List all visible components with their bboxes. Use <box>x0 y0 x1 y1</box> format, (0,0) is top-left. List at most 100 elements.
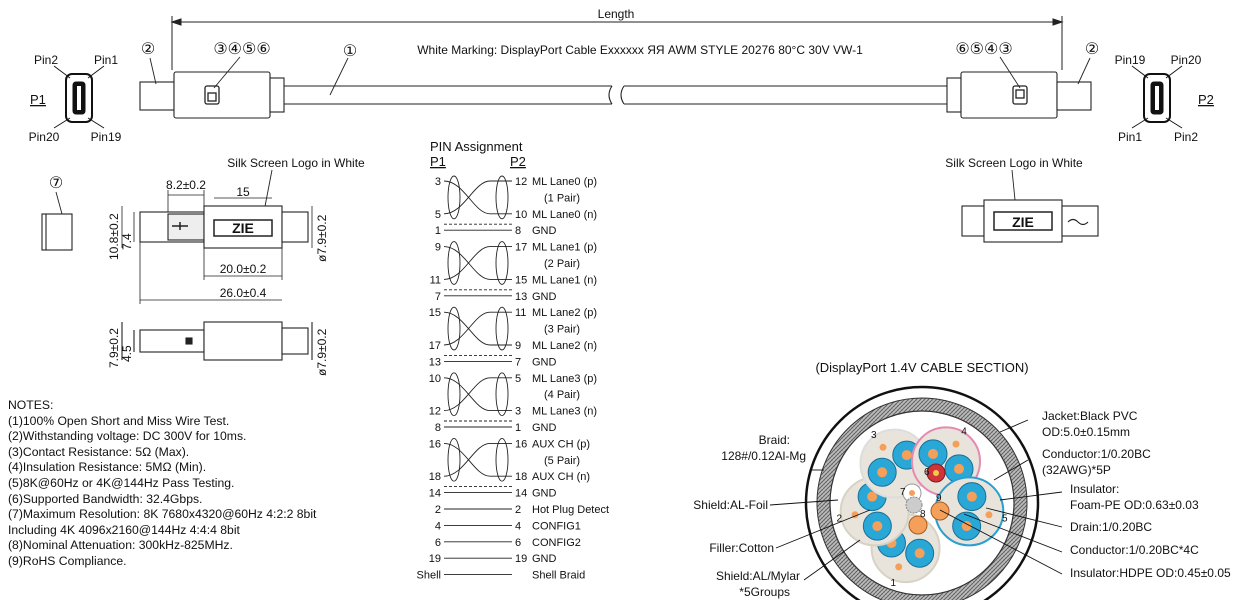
pin-signal: AUX CH (n) <box>532 471 590 483</box>
conductor-core <box>872 521 883 532</box>
conductor-core <box>966 491 977 502</box>
conductor-core <box>867 491 878 502</box>
pin-signal: ML Lane3 (n) <box>532 406 597 418</box>
label-drain: Drain:1/0.20BC <box>1070 520 1152 534</box>
pair-number: 9 <box>936 493 942 504</box>
pin-signal: Hot Plug Detect <box>532 504 609 516</box>
pin-p1-number: 12 <box>429 406 441 418</box>
twisted-pair <box>443 306 512 356</box>
pin-signal: Shell Braid <box>532 570 585 582</box>
pin-p2-number: 16 <box>515 438 527 450</box>
dim-f: 7.4 <box>120 233 134 250</box>
pin-signal: (3 Pair) <box>544 324 580 336</box>
callout-6543: ⑥⑤④③ <box>955 41 1012 58</box>
conductor-core <box>928 448 939 459</box>
twisted-pair <box>443 241 512 291</box>
pin-p1-number: 19 <box>429 553 441 565</box>
pin-p2-number: 8 <box>515 225 521 237</box>
pair-number: 7 <box>900 487 906 498</box>
pin-signal: GND <box>532 291 557 303</box>
pin-signal: AUX CH (p) <box>532 438 590 450</box>
p1-connector-face <box>53 65 105 129</box>
pin-p2-number: 18 <box>515 471 527 483</box>
note-item: (4)Insulation Resistance: 5MΩ (Min). <box>8 460 207 475</box>
dust-cap <box>41 213 73 251</box>
p2-pin-label-4: Pin2 <box>1174 130 1198 144</box>
silk-logo-label-right: Silk Screen Logo in White <box>945 156 1083 170</box>
callout-leaders <box>149 56 1091 96</box>
pin-p2-number: 5 <box>515 373 521 385</box>
pin-p2-number: 3 <box>515 406 521 418</box>
pin-p2-number: 12 <box>515 176 527 188</box>
pin-signal: ML Lane1 (n) <box>532 274 597 286</box>
dim-h: 7.9±0.2 <box>107 328 121 368</box>
connector-side-view <box>139 205 309 249</box>
pin-p2-number: 15 <box>515 274 527 286</box>
twisted-pair <box>443 437 512 488</box>
p1-label: P1 <box>30 92 46 107</box>
dp-logo-icon <box>204 85 1028 105</box>
pin-p1-number: 6 <box>435 537 441 549</box>
p1-pin-label-3: Pin20 <box>29 130 60 144</box>
p2-pin-label-2: Pin20 <box>1171 53 1202 67</box>
pin-p1-number: 5 <box>435 209 441 221</box>
conductor-core <box>877 467 888 478</box>
drain-wire <box>952 440 960 448</box>
pin-p2-number: 17 <box>515 242 527 254</box>
twisted-pair <box>443 175 512 225</box>
p2-strain-relief <box>946 77 962 113</box>
pin-signal: GND <box>532 553 557 565</box>
pin-p1-number: 9 <box>435 242 441 254</box>
pin-p1-number: 10 <box>429 373 441 385</box>
label-conductor-awg: (32AWG)*5P <box>1042 463 1111 477</box>
note-item: (8)Nominal Attenuation: 300kHz-825MHz. <box>8 538 233 553</box>
pin-p1-number: 1 <box>435 225 441 237</box>
dim-a: 8.2±0.2 <box>166 178 206 192</box>
notes-block: NOTES: (1)100% Open Short and Miss Wire … <box>8 398 316 570</box>
callout-3456: ③④⑤⑥ <box>213 41 270 58</box>
silk-logo-art: ZIE <box>232 220 254 236</box>
p2-pin-label-3: Pin1 <box>1118 130 1142 144</box>
callout-2-left: ② <box>141 41 155 58</box>
note-item: (2)Withstanding voltage: DC 300V for 10m… <box>8 429 247 444</box>
pin-p1-number: 7 <box>435 291 441 303</box>
pin-p1-number: 14 <box>429 488 441 500</box>
pin-signal: GND <box>532 488 557 500</box>
note-item: Including 4K 4096x2160@144Hz 4:4:4 8bit <box>8 522 240 537</box>
dim-j: ø7.9±0.2 <box>315 328 329 376</box>
center-core <box>909 490 915 496</box>
label-insulator-hdpe: Insulator:HDPE OD:0.45±0.05 <box>1070 566 1231 580</box>
p2-plug-tip <box>1056 81 1092 111</box>
dim-c: 20.0±0.2 <box>220 262 267 276</box>
pin-p1-number: 11 <box>430 274 441 286</box>
label-insulator: Insulator: <box>1070 482 1119 496</box>
label-insulator-spec: Foam-PE OD:0.63±0.03 <box>1070 498 1199 512</box>
conductor-core <box>901 450 912 461</box>
pin-p1-number: 8 <box>435 422 441 434</box>
pin-signal: (5 Pair) <box>544 455 580 467</box>
pin-p1-number: 3 <box>435 176 441 188</box>
pair-number: 4 <box>961 426 967 437</box>
callout-2-right: ② <box>1085 41 1099 58</box>
twisted-pair <box>443 372 512 422</box>
note-item: (1)100% Open Short and Miss Wire Test. <box>8 413 230 428</box>
pin-signal: ML Lane2 (n) <box>532 340 597 352</box>
cable-assembly <box>139 71 1092 119</box>
pin-p1-number: Shell <box>417 570 441 582</box>
pin-signal: (2 Pair) <box>544 258 580 270</box>
pin-p1-number: 15 <box>429 307 441 319</box>
dim-d: 26.0±0.4 <box>220 286 267 300</box>
dim-i: 4.5 <box>120 345 134 362</box>
section-title: (DisplayPort 1.4V CABLE SECTION) <box>815 360 1028 375</box>
p2-overmold <box>960 71 1058 119</box>
note-item: (5)8K@60Hz or 4K@144Hz Pass Testing. <box>8 475 235 490</box>
dim-b: 15 <box>236 185 250 199</box>
pin-signal: CONFIG1 <box>532 520 581 532</box>
drain-wire <box>985 511 993 519</box>
pin-p1-number: 13 <box>429 356 441 368</box>
pin-p1-header: P1 <box>430 154 446 169</box>
label-conductor-4c: Conductor:1/0.20BC*4C <box>1070 543 1199 557</box>
p1-pin-label-2: Pin1 <box>94 53 118 67</box>
